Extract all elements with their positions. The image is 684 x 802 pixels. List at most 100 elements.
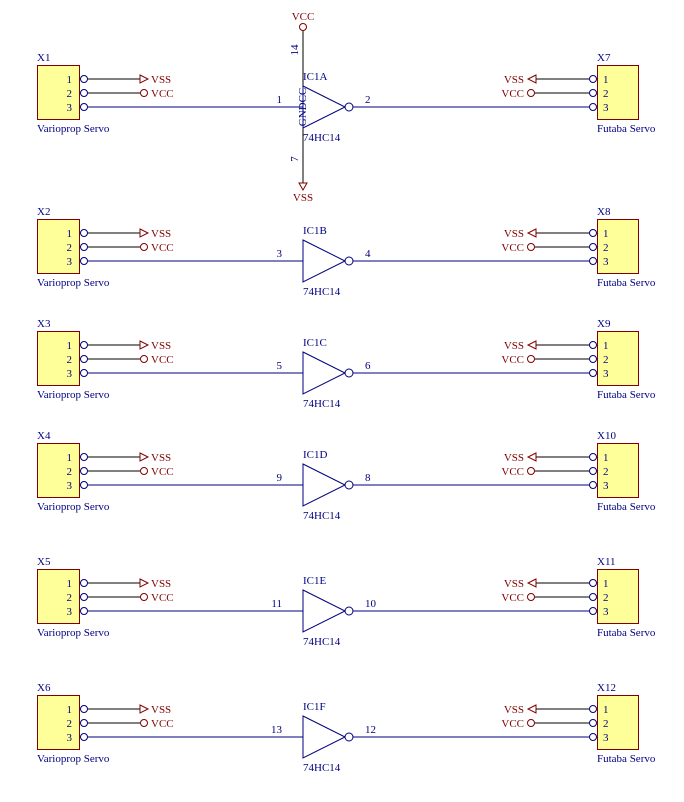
gate-part: 74HC14 — [303, 762, 341, 774]
left-connector-ref: X5 — [37, 556, 51, 568]
left-connector-body — [37, 695, 80, 750]
right-connector-body — [597, 569, 639, 624]
right-vss-label: VSS — [504, 340, 524, 352]
left-pin-circle — [80, 75, 88, 83]
right-connector-name: Futaba Servo — [597, 753, 656, 765]
gate-input-pin: 13 — [271, 724, 283, 736]
left-connector-ref: X4 — [37, 430, 51, 442]
right-pin-number: 3 — [603, 480, 609, 492]
ground-triangle-icon — [526, 704, 537, 714]
inverter-bubble-icon — [344, 480, 354, 490]
ground-triangle-icon — [526, 578, 537, 588]
right-connector-body — [597, 219, 639, 274]
gate-ref: IC1B — [303, 225, 327, 237]
right-vcc-label: VCC — [501, 242, 524, 254]
inverter-triangle-icon — [302, 715, 347, 759]
power-circle-icon — [140, 89, 148, 97]
right-pin-number: 2 — [603, 718, 609, 730]
right-connector-name: Futaba Servo — [597, 277, 656, 289]
gate-input-pin: 5 — [277, 360, 283, 372]
gate-output-pin: 4 — [365, 248, 371, 260]
left-vcc-label: VCC — [151, 242, 174, 254]
right-connector-ref: X10 — [597, 430, 616, 442]
left-pin-circle — [80, 355, 88, 363]
right-connector-body — [597, 331, 639, 386]
right-pin-number: 1 — [603, 704, 609, 716]
left-pin-circle — [80, 607, 88, 615]
left-pin-circle — [80, 467, 88, 475]
vcc-supply-label: VCC — [292, 11, 315, 23]
left-pin-circle — [80, 733, 88, 741]
right-pin-number: 3 — [603, 732, 609, 744]
left-connector-name: Varioprop Servo — [37, 389, 110, 401]
right-connector-body — [597, 443, 639, 498]
gate-output-pin: 10 — [365, 598, 377, 610]
right-vss-label: VSS — [504, 74, 524, 86]
inverter-bubble-icon — [344, 102, 354, 112]
left-connector-ref: X3 — [37, 318, 51, 330]
inverter-bubble-icon — [344, 368, 354, 378]
left-pin-circle — [80, 341, 88, 349]
left-vss-label: VSS — [151, 452, 171, 464]
power-circle-icon — [140, 593, 148, 601]
left-pin-number: 3 — [67, 732, 73, 744]
left-pin-circle — [80, 229, 88, 237]
inverter-bubble-icon — [344, 256, 354, 266]
gate-ref: IC1D — [303, 449, 328, 461]
right-vcc-label: VCC — [501, 88, 524, 100]
left-pin-circle — [80, 593, 88, 601]
ground-triangle-icon — [139, 704, 150, 714]
gate-part: 74HC14 — [303, 636, 341, 648]
left-vss-label: VSS — [151, 228, 171, 240]
left-connector-name: Varioprop Servo — [37, 277, 110, 289]
left-connector-body — [37, 331, 80, 386]
right-pin-circle — [589, 481, 597, 489]
left-connector-ref: X2 — [37, 206, 50, 218]
power-circle-icon — [527, 355, 535, 363]
left-connector-ref: X6 — [37, 682, 51, 694]
ground-triangle-icon — [526, 228, 537, 238]
right-pin-circle — [589, 593, 597, 601]
left-pin-number: 3 — [67, 256, 73, 268]
gate-ref: IC1A — [303, 71, 328, 83]
left-pin-number: 2 — [67, 466, 73, 478]
power-circle-icon — [527, 243, 535, 251]
right-vcc-label: VCC — [501, 354, 524, 366]
left-pin-number: 1 — [67, 452, 73, 464]
vcc-supply-icon — [299, 23, 307, 31]
left-vcc-label: VCC — [151, 354, 174, 366]
right-connector-body — [597, 695, 639, 750]
vcc-pin-number: 14 — [289, 44, 301, 56]
left-pin-circle — [80, 719, 88, 727]
left-pin-number: 1 — [67, 74, 73, 86]
gate-output-pin: 12 — [365, 724, 376, 736]
left-connector-body — [37, 219, 80, 274]
left-connector-name: Varioprop Servo — [37, 753, 110, 765]
right-pin-number: 1 — [603, 578, 609, 590]
gate-ref: IC1C — [303, 337, 327, 349]
left-connector-body — [37, 443, 80, 498]
gate-part: 74HC14 — [303, 398, 341, 410]
gate-input-pin: 3 — [277, 248, 283, 260]
left-pin-number: 3 — [67, 480, 73, 492]
inverter-triangle-icon — [302, 351, 347, 395]
gate-output-pin: 2 — [365, 94, 371, 106]
right-pin-circle — [589, 89, 597, 97]
left-pin-number: 2 — [67, 592, 73, 604]
right-vss-label: VSS — [504, 578, 524, 590]
inverter-triangle-icon — [302, 589, 347, 633]
power-circle-icon — [527, 719, 535, 727]
right-pin-number: 3 — [603, 102, 609, 114]
